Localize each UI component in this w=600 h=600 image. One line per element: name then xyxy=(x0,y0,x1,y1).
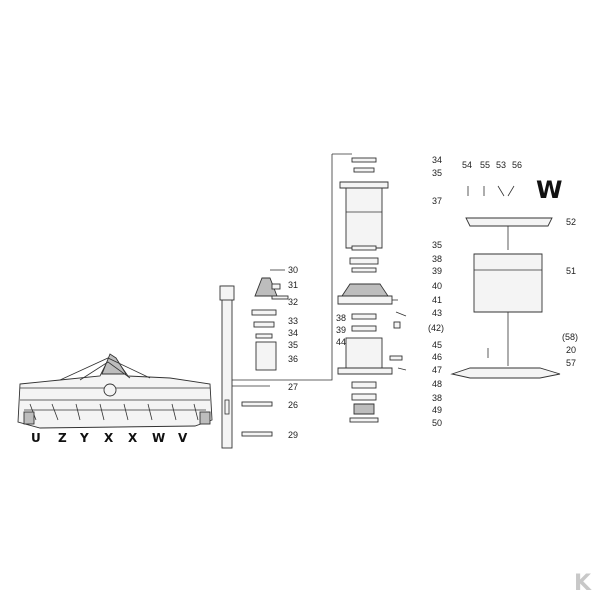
part-label-58: (58) xyxy=(562,332,578,342)
part-label-31: 31 xyxy=(288,280,298,290)
part-label-32: 32 xyxy=(288,297,298,307)
part-label-41: 41 xyxy=(432,295,442,305)
part-label-29: 29 xyxy=(288,430,298,440)
part-label-47: 47 xyxy=(432,365,442,375)
part-label-49: 49 xyxy=(432,405,442,415)
position-letter-x2: X xyxy=(128,431,138,445)
machine-illustration: U Z Y X X W V xyxy=(17,353,213,445)
part-label-42: (42) xyxy=(428,323,444,333)
part-label-44: 44 xyxy=(336,337,346,347)
part-label-38-b: 38 xyxy=(336,313,346,323)
shaft-group: 27 26 29 xyxy=(219,285,298,449)
part-label-43: 43 xyxy=(432,308,442,318)
part-label-50: 50 xyxy=(432,418,442,428)
part-label-38-a: 38 xyxy=(432,254,442,264)
brand-logo-letter: K xyxy=(574,571,592,596)
part-label-52: 52 xyxy=(566,217,576,227)
part-label-39-b: 39 xyxy=(336,325,346,335)
part-label-27: 27 xyxy=(288,382,298,392)
position-letter-w: W xyxy=(152,431,165,445)
part-label-30: 30 xyxy=(288,265,298,275)
part-label-51: 51 xyxy=(566,266,576,276)
part-label-55: 55 xyxy=(480,160,490,170)
gearbox-group: 34 35 37 35 38 39 40 41 43 (42) 38 39 44… xyxy=(232,153,444,428)
part-label-38-c: 38 xyxy=(432,393,442,403)
part-label-46: 46 xyxy=(432,352,442,362)
cover-group: 54 55 53 56 W 52 51 (58) 20 57 xyxy=(450,160,578,379)
part-label-35-c: 35 xyxy=(432,240,442,250)
part-label-57: 57 xyxy=(566,358,576,368)
part-label-56: 56 xyxy=(512,160,522,170)
part-label-20: 20 xyxy=(566,345,576,355)
brand-logo: K xyxy=(574,571,592,596)
part-label-33: 33 xyxy=(288,316,298,326)
part-label-40: 40 xyxy=(432,281,442,291)
part-label-45: 45 xyxy=(432,340,442,350)
part-label-26: 26 xyxy=(288,400,298,410)
part-label-36: 36 xyxy=(288,354,298,364)
group-letter: W xyxy=(536,176,562,204)
position-letter-v: V xyxy=(178,431,188,445)
position-letter-x1: X xyxy=(104,431,114,445)
part-label-34-b: 34 xyxy=(432,155,442,165)
part-label-34-a: 34 xyxy=(288,328,298,338)
part-label-37: 37 xyxy=(432,196,442,206)
part-label-48: 48 xyxy=(432,379,442,389)
position-letter-z: Z xyxy=(58,431,67,445)
part-label-54: 54 xyxy=(462,160,472,170)
part-label-35-b: 35 xyxy=(432,168,442,178)
position-letter-u: U xyxy=(31,431,41,445)
bevel-gear-group: 30 31 32 33 34 35 36 xyxy=(251,265,298,371)
part-label-53: 53 xyxy=(496,160,506,170)
position-letter-y: Y xyxy=(79,431,89,445)
part-label-35-a: 35 xyxy=(288,340,298,350)
part-label-39-a: 39 xyxy=(432,266,442,276)
